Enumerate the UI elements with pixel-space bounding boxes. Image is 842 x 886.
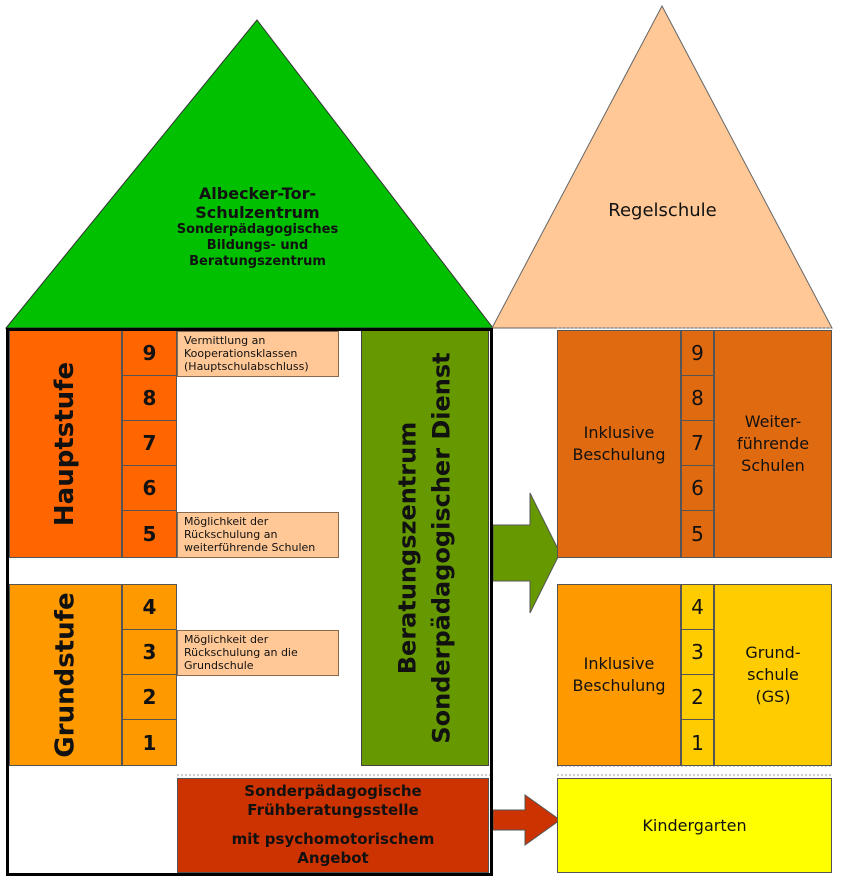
school-sub-line2: Bildungs- und — [206, 238, 309, 253]
right-grade-2: 2 — [681, 674, 714, 720]
right-grade-9: 9 — [681, 330, 714, 376]
weiterfuehrende-line2: führende — [736, 434, 810, 453]
school-sub-line3: Beratungszentrum — [189, 254, 326, 269]
inklusive-upper-line1: Inklusive — [583, 423, 655, 442]
arrow-lower-icon — [492, 794, 561, 846]
fruehberatung-line2: Frühberatungsstelle — [247, 801, 419, 819]
grade-9: 9 — [122, 330, 177, 376]
grade-7: 7 — [122, 420, 177, 466]
beratungszentrum-line1: Beratungszentrum — [394, 421, 422, 675]
right-grade-1: 1 — [681, 719, 714, 766]
hauptstufe-block: Hauptstufe — [9, 330, 122, 558]
right-grade-7: 7 — [681, 420, 714, 466]
inklusive-lower-line1: Inklusive — [583, 654, 655, 673]
note-5-line2: Rückschulung an — [184, 528, 278, 541]
inklusive-upper: Inklusive Beschulung — [557, 330, 681, 558]
left-roof — [4, 19, 495, 329]
note-9-line1: Vermittlung an — [184, 334, 266, 347]
note-9-line2: Kooperationsklassen — [184, 347, 298, 360]
weiterfuehrende-schulen: Weiter- führende Schulen — [714, 330, 832, 558]
note-3-line3: Grundschule — [184, 659, 254, 672]
arrow-upper-icon — [492, 492, 561, 614]
hauptstufe-label: Hauptstufe — [50, 361, 81, 527]
grade-5: 5 — [122, 510, 177, 558]
inklusive-lower-line2: Beschulung — [572, 676, 666, 695]
school-name-line2: Schulzentrum — [195, 203, 320, 222]
kindergarten-label: Kindergarten — [642, 815, 747, 835]
right-grade-5: 5 — [681, 510, 714, 558]
grade-8: 8 — [122, 375, 177, 421]
grade-4: 4 — [122, 584, 177, 630]
weiterfuehrende-line3: Schulen — [741, 456, 805, 475]
hauptstufe-grades: 9 8 7 6 5 — [122, 330, 177, 558]
note-kooperationsklassen: Vermittlung an Kooperationsklassen (Haup… — [177, 331, 339, 377]
right-grade-3: 3 — [681, 629, 714, 675]
note-3-line2: Rückschulung an die — [184, 646, 298, 659]
right-lower-grades: 4 3 2 1 — [681, 584, 714, 766]
right-roof — [491, 4, 833, 329]
grundschule-line2: schule — [747, 665, 799, 684]
beratungszentrum-line2: Sonderpädagogischer Dienst — [428, 352, 456, 744]
right-grade-8: 8 — [681, 375, 714, 421]
inklusive-upper-line2: Beschulung — [572, 445, 666, 464]
grade-2: 2 — [122, 674, 177, 720]
grundstufe-label: Grundstufe — [50, 592, 81, 758]
inklusive-lower: Inklusive Beschulung — [557, 584, 681, 766]
fruehberatung-line1: Sonderpädagogische — [244, 782, 422, 800]
right-grade-6: 6 — [681, 465, 714, 511]
grade-1: 1 — [122, 719, 177, 766]
grade-6: 6 — [122, 465, 177, 511]
school-sub-line1: Sonderpädagogisches — [176, 222, 339, 237]
left-roof-text: Albecker-Tor- Schulzentrum Sonderpädagog… — [150, 184, 365, 270]
grundstufe-grades: 4 3 2 1 — [122, 584, 177, 766]
note-rueckschulung-grundschule: Möglichkeit der Rückschulung an die Grun… — [177, 630, 339, 676]
grundschule-line1: Grund- — [745, 643, 801, 662]
right-grade-4: 4 — [681, 584, 714, 630]
school-name-line1: Albecker-Tor- — [198, 184, 317, 203]
fruehberatung-line4: Angebot — [297, 849, 369, 867]
grundschule-line3: (GS) — [755, 687, 791, 706]
note-9-line3: (Hauptschulabschluss) — [184, 360, 309, 373]
right-roof-title: Regelschule — [608, 200, 717, 221]
note-5-line1: Möglichkeit der — [184, 515, 269, 528]
right-upper-grades: 9 8 7 6 5 — [681, 330, 714, 558]
grade-3: 3 — [122, 629, 177, 675]
note-3-line1: Möglichkeit der — [184, 633, 269, 646]
beratungszentrum-block: Beratungszentrum Sonderpädagogischer Die… — [361, 330, 489, 766]
fruehberatung-block: Sonderpädagogische Frühberatungsstelle m… — [177, 778, 489, 873]
weiterfuehrende-line1: Weiter- — [744, 412, 802, 431]
fruehberatung-line3: mit psychomotorischem — [231, 830, 435, 848]
grundstufe-block: Grundstufe — [9, 584, 122, 766]
note-rueckschulung-weiterfuehrend: Möglichkeit der Rückschulung an weiterfü… — [177, 512, 339, 558]
grundschule: Grund- schule (GS) — [714, 584, 832, 766]
kindergarten: Kindergarten — [557, 778, 832, 873]
note-5-line3: weiterführende Schulen — [184, 541, 316, 554]
